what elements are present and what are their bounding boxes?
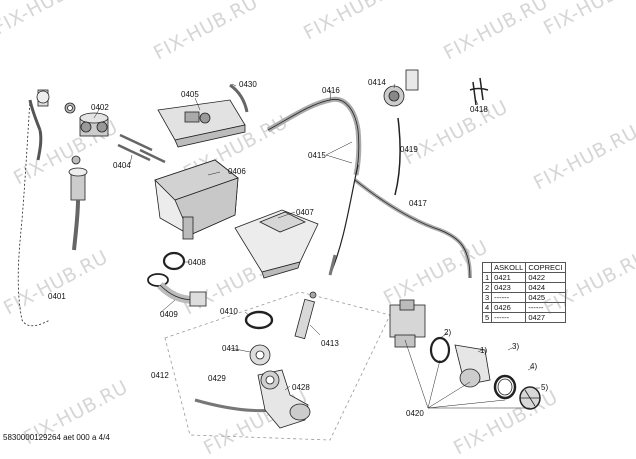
label-0408: 0408 [188, 258, 206, 267]
valve-0402 [79, 112, 109, 137]
label-0406: 0406 [228, 167, 246, 176]
label-0402: 0402 [91, 103, 109, 112]
supplier-table: ASKOLL COPRECI 1 0421 0422 2 0423 0424 3… [481, 262, 566, 323]
table-cell: 4 [481, 302, 493, 313]
table-cell: ------ [491, 292, 527, 303]
table-cell: 0423 [491, 282, 527, 293]
label-0413: 0413 [321, 339, 339, 348]
table-cell: ------ [491, 312, 527, 323]
label-0405: 0405 [181, 90, 199, 99]
dispenser-lid-0405 [157, 99, 246, 148]
label-0401: 0401 [48, 292, 66, 301]
label-0416: 0416 [322, 86, 340, 95]
table-header-cell: ASKOLL [491, 262, 527, 273]
seal-ring-0410 [244, 310, 274, 330]
label-0411: 0411 [222, 344, 240, 353]
pump-assembly-0420 [389, 299, 541, 410]
bracket-0418 [469, 77, 489, 106]
label-0419: 0419 [400, 145, 418, 154]
table-cell: ------ [525, 302, 566, 313]
label-0409: 0409 [160, 310, 178, 319]
table-cell: 2 [481, 282, 493, 293]
seal-ring-0408 [162, 251, 186, 271]
label-callout-1: 1) [480, 346, 488, 355]
label-0404: 0404 [113, 161, 131, 170]
label-0412: 0412 [151, 371, 169, 380]
label-0418: 0418 [470, 105, 488, 114]
label-callout-2: 2) [444, 328, 452, 337]
table-cell: 0422 [525, 272, 566, 283]
label-0414: 0414 [368, 78, 386, 87]
hose-0416 [266, 96, 362, 176]
hose-0419 [394, 117, 401, 196]
pump-housing-0428 [257, 369, 311, 429]
label-0430: 0430 [239, 80, 257, 89]
table-row: 2 0423 0424 [481, 282, 566, 293]
table-cell: 0421 [491, 272, 527, 283]
table-row: 3 ------ 0425 [481, 292, 566, 303]
table-row: 1 0421 0422 [481, 272, 566, 283]
table-row: 5 ------ 0427 [481, 312, 566, 323]
inlet-hose-0401 [17, 89, 88, 327]
document-footer: 5830000129264 aet 000 a 4/4 [3, 433, 110, 442]
table-header-row: ASKOLL COPRECI [481, 262, 566, 273]
table-header-cell [481, 262, 493, 273]
label-0417: 0417 [409, 199, 427, 208]
table-row: 4 0426 ------ [481, 302, 566, 313]
table-cell: 3 [481, 292, 493, 303]
table-header-cell: COPRECI [525, 262, 566, 273]
label-callout-3: 3) [512, 342, 520, 351]
bellows-0409 [147, 273, 207, 307]
table-cell: 0424 [525, 282, 566, 293]
cover-0411 [249, 344, 271, 366]
leader-lines [93, 83, 479, 391]
label-0407: 0407 [296, 208, 314, 217]
label-0420: 0420 [406, 409, 424, 418]
pump-assembly-outline [164, 291, 391, 441]
label-callout-5: 5) [541, 383, 549, 392]
hose-0417 [353, 178, 472, 279]
table-cell: 0426 [491, 302, 527, 313]
table-cell: 0425 [525, 292, 566, 303]
pipe-0415 [329, 164, 359, 276]
label-0415: 0415 [308, 151, 326, 160]
label-0410: 0410 [220, 307, 238, 316]
detergent-drawer-0407 [234, 209, 319, 279]
table-cell: 0427 [525, 312, 566, 323]
pressure-switch-0414 [383, 69, 419, 107]
label-callout-4: 4) [530, 362, 538, 371]
table-cell: 1 [481, 272, 493, 283]
table-cell: 5 [481, 312, 493, 323]
rod-0413 [294, 291, 317, 340]
label-0428: 0428 [292, 383, 310, 392]
dispenser-housing-0406 [154, 159, 239, 240]
pipes-0404 [117, 133, 166, 164]
label-0429: 0429 [208, 374, 226, 383]
hose-0430 [229, 83, 249, 113]
